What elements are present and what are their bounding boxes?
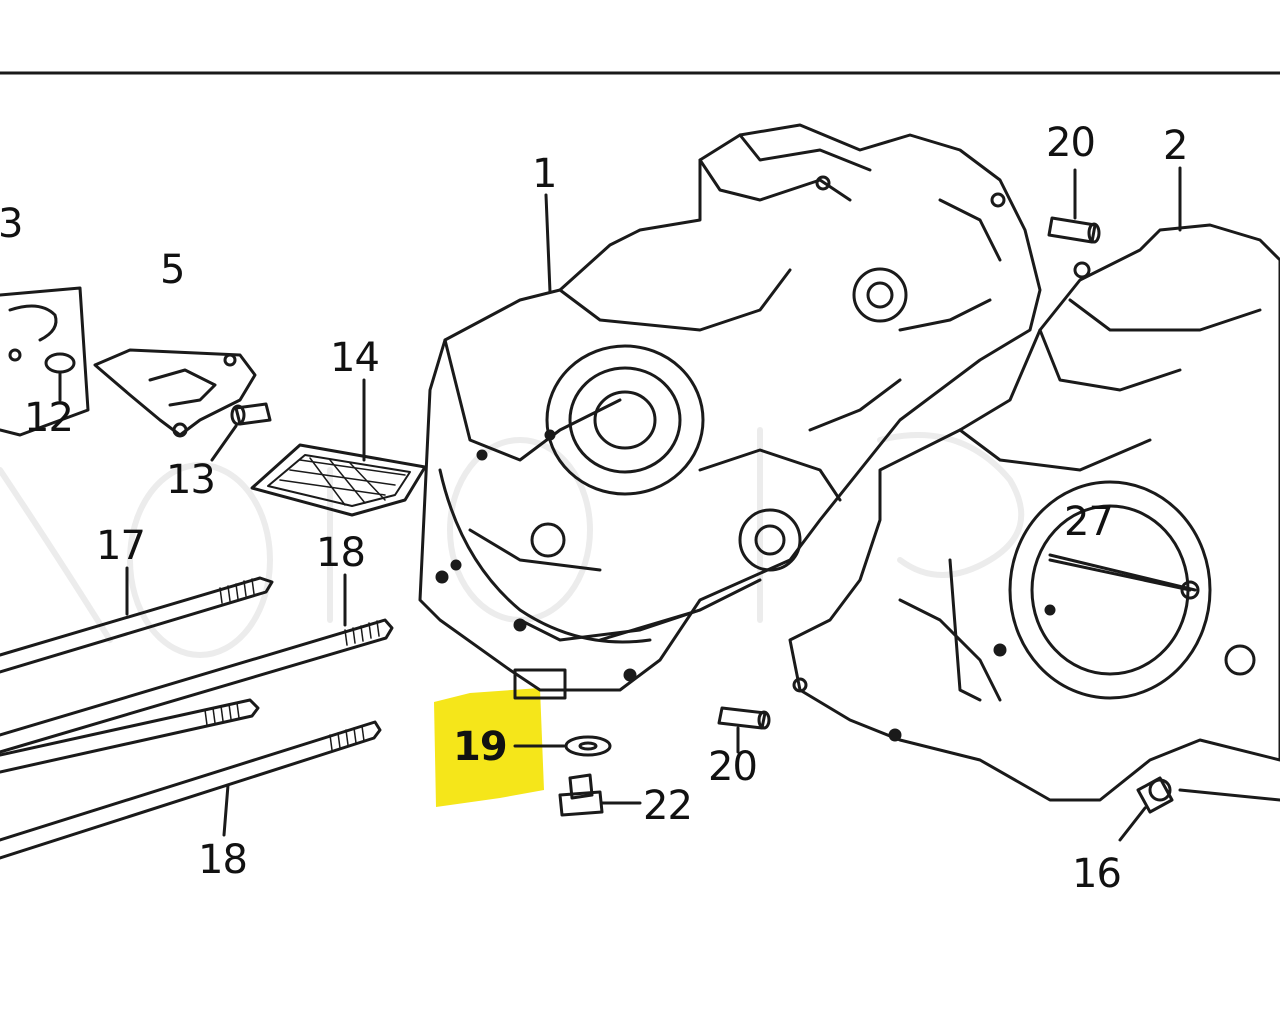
label-part-1: 1: [532, 151, 557, 197]
label-part-18-lower: 18: [198, 837, 248, 883]
crankcase-right-half: [788, 223, 1280, 802]
highlight-box: [434, 688, 544, 807]
crankcase-left-half: [418, 123, 1042, 700]
label-part-19: 19: [453, 724, 508, 770]
watermark: [0, 427, 1025, 658]
part-20-dowel-lower: [717, 706, 771, 754]
label-part-3: 3: [0, 201, 23, 247]
label-part-18-upper: 18: [316, 530, 366, 576]
label-part-20-lower: 20: [708, 744, 758, 790]
label-part-12: 12: [24, 395, 74, 441]
label-part-20-upper: 20: [1046, 120, 1096, 166]
part-1-leader: [544, 193, 552, 294]
part-20-dowel-upper: [1047, 168, 1101, 244]
part-13-dowel: [210, 402, 272, 462]
part-19-washer: [513, 735, 612, 757]
part-5-bracket: [93, 348, 257, 438]
label-part-13: 13: [166, 457, 216, 503]
label-part-17: 17: [96, 523, 146, 569]
label-part-22: 22: [643, 783, 693, 829]
part-3-plate: [0, 286, 90, 437]
label-part-2: 2: [1163, 123, 1188, 169]
part-12-dowel: [44, 352, 76, 402]
label-part-5: 5: [160, 247, 185, 293]
part-22-drain-bolt: [558, 773, 642, 817]
label-part-27: 27: [1064, 499, 1114, 545]
label-part-14: 14: [330, 335, 380, 381]
part-27-stud: [1048, 553, 1197, 592]
label-part-16: 16: [1072, 851, 1122, 897]
stud-bolts: [0, 566, 394, 860]
part-14-oil-screen: [250, 378, 427, 517]
part-16-dowel: [1118, 776, 1174, 842]
